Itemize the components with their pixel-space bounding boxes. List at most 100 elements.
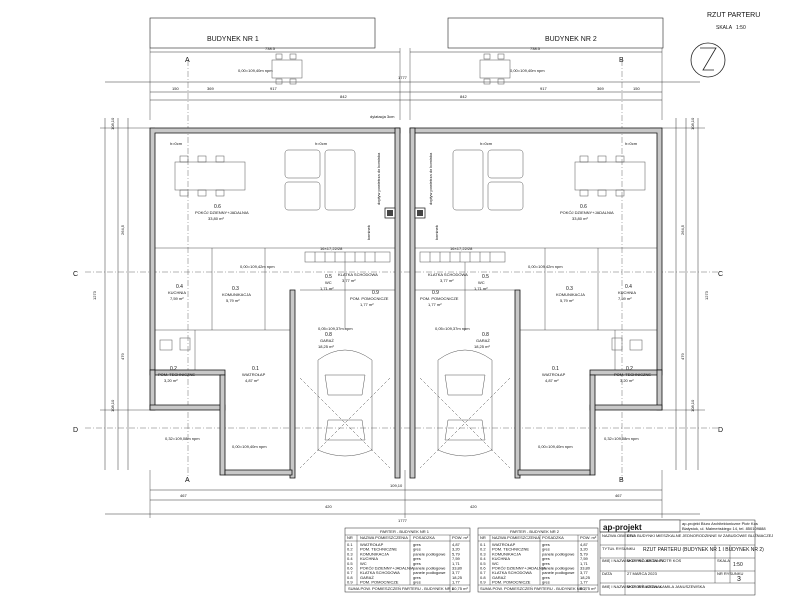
svg-text:7,59 m²: 7,59 m²	[618, 296, 632, 301]
sheet-title: RZUT PARTERU	[707, 12, 760, 19]
table-cell: 0.9	[480, 580, 486, 585]
right-seg-4: 108,10	[690, 399, 695, 412]
svg-text:C: C	[718, 271, 723, 278]
left-total-dimension: 1273	[92, 290, 97, 300]
svg-text:POM. POMOCNICZE: POM. POMOCNICZE	[350, 296, 389, 301]
svg-text:B: B	[619, 57, 624, 64]
svg-text:0.5: 0.5	[325, 274, 332, 280]
table-cell: gres	[542, 542, 550, 547]
svg-text:PARTER - BUDYNEK NR 1: PARTER - BUDYNEK NR 1	[380, 529, 430, 534]
terrace-furniture-right	[479, 53, 511, 85]
svg-text:IMIĘ I NAZWISKO PROJEKTANTA: IMIĘ I NAZWISKO PROJEKTANTA	[602, 558, 665, 563]
terrace-furniture-left	[271, 53, 303, 85]
svg-text:WC: WC	[478, 280, 485, 285]
bottom-left-dimension: 467	[180, 493, 187, 498]
svg-text:33,80 m²: 33,80 m²	[572, 216, 588, 221]
table-cell: POKÓJ DZIENNY+JADALNIA	[360, 566, 414, 571]
left-seg-4: 108,10	[110, 399, 115, 412]
height-note-left: h=0cm	[170, 141, 183, 146]
table-cell: 0.1	[347, 542, 353, 547]
svg-text:NR: NR	[347, 535, 353, 540]
svg-text:MGR INŻ. ARCH. KAMILA JANUSZEW: MGR INŻ. ARCH. KAMILA JANUSZEWSKA	[627, 584, 705, 589]
table-cell: gres	[413, 561, 421, 566]
svg-text:1,71 m²: 1,71 m²	[320, 286, 334, 291]
svg-text:4,87 m²: 4,87 m²	[245, 378, 259, 383]
svg-text:D: D	[718, 427, 723, 434]
table-cell: POM. POMOCNICZE	[360, 580, 399, 585]
svg-text:POW. m²: POW. m²	[452, 535, 469, 540]
table-cell: POKÓJ DZIENNY+JADALNIA	[492, 566, 546, 571]
svg-text:NAZWA OBIEKTU: NAZWA OBIEKTU	[602, 533, 635, 538]
svg-text:A: A	[185, 57, 190, 64]
level-bottom-left-b: 0,00=109,40m npm	[232, 444, 267, 449]
room-schedule-left-footer: SUMA POW. POMIESZCZEŃ PARTERU - BUDYNEK …	[348, 586, 455, 591]
building-outline	[149, 127, 663, 479]
table-cell: 1,77	[452, 580, 461, 585]
table-cell: 5,79	[452, 551, 461, 556]
svg-text:KLATKA SCHODOWA: KLATKA SCHODOWA	[428, 272, 468, 277]
level-top-left: 0,00=109,40m npm	[238, 68, 273, 73]
bottom-center-dimension: 109,10	[390, 483, 403, 488]
building-1-label: BUDYNEK NR 1	[207, 36, 259, 43]
svg-text:C: C	[73, 271, 78, 278]
svg-text:KLATKA SCHODOWA: KLATKA SCHODOWA	[338, 272, 378, 277]
svg-text:ap-projekt Biuro Architektonic: ap-projekt Biuro Architektoniczne Piotr …	[682, 521, 758, 526]
living-furniture-left	[174, 149, 356, 211]
table-cell: GARAŻ	[360, 575, 374, 580]
table-cell: KUCHNIA	[492, 556, 510, 561]
top-right-seg-2: 917	[540, 86, 547, 91]
axis-d-right: D	[718, 427, 723, 434]
table-cell: KLATKA SCHODOWA	[360, 570, 400, 575]
svg-text:POKÓJ DZIENNY+JADALNIA: POKÓJ DZIENNY+JADALNIA	[195, 210, 249, 215]
table-cell: gres	[413, 542, 421, 547]
table-cell: 4,87	[580, 542, 589, 547]
table-cell: 0.1	[480, 542, 486, 547]
svg-text:GARAŻ: GARAŻ	[320, 338, 334, 343]
room-labels-right: 0.6 POKÓJ DZIENNY+JADALNIA 33,80 m² 0.4 …	[420, 204, 651, 383]
svg-text:0.2: 0.2	[626, 366, 633, 372]
svg-text:0.4: 0.4	[625, 284, 632, 290]
svg-text:0.1: 0.1	[552, 366, 559, 372]
axis-a-top: A	[185, 57, 190, 64]
bottom-mid-dimension-1: 420	[325, 504, 332, 509]
svg-text:WIATROŁAP: WIATROŁAP	[242, 372, 266, 377]
svg-text:0.6: 0.6	[580, 204, 587, 210]
table-cell: 18,25	[580, 575, 591, 580]
dylatacja-note: dylatacja 3cm	[370, 114, 395, 119]
top-left-seg-3: 917	[270, 86, 277, 91]
table-cell: panele podłogowe	[413, 566, 446, 571]
table-cell: gres	[542, 575, 550, 580]
axis-b-top: B	[619, 57, 624, 64]
right-total-dimension: 1273	[704, 290, 709, 300]
svg-text:NAZWA POMIESZCZENIA: NAZWA POMIESZCZENIA	[492, 535, 540, 540]
svg-text:B: B	[619, 477, 624, 484]
stairs-label-right: 16×17,22/28	[450, 246, 473, 251]
bottom-mid-dimension-2: 420	[470, 504, 477, 509]
svg-text:0.5: 0.5	[482, 274, 489, 280]
table-cell: 0.2	[480, 547, 486, 552]
table-cell: 0.8	[480, 575, 486, 580]
height-note-right-2: h=0cm	[625, 141, 638, 146]
left-seg-2: 264,5	[120, 224, 125, 235]
chimney-note-right: dopływ powietrza do kominka	[428, 152, 433, 205]
table-cell: KOMUNIKACJA	[360, 551, 389, 556]
living-furniture-right	[452, 149, 646, 211]
svg-text:KUCHNIA: KUCHNIA	[618, 290, 636, 295]
left-dimension-chain: 1273 108,10 264,5 479 108,10	[92, 117, 155, 470]
svg-text:3: 3	[737, 576, 741, 583]
north-arrow-icon	[690, 42, 726, 78]
svg-text:NAZWA POMIESZCZENIA: NAZWA POMIESZCZENIA	[360, 535, 408, 540]
svg-text:WIATROŁAP: WIATROŁAP	[542, 372, 566, 377]
svg-text:0.9: 0.9	[432, 290, 439, 296]
garage-car-left	[299, 349, 391, 469]
room-schedule-right-footer: SUMA POW. POMIESZCZEŃ PARTERU - BUDYNEK …	[480, 586, 587, 591]
height-note-left-2: h=0cm	[315, 141, 328, 146]
right-seg-2: 264,5	[680, 224, 685, 235]
table-cell: KOMUNIKACJA	[492, 551, 521, 556]
table-cell: 1,71	[580, 561, 589, 566]
svg-text:0.3: 0.3	[566, 286, 573, 292]
level-garage-right: 0,05=109,37m npm	[435, 326, 470, 331]
svg-text:1:50: 1:50	[733, 562, 743, 568]
table-cell: WC	[492, 561, 499, 566]
table-cell: WC	[360, 561, 367, 566]
